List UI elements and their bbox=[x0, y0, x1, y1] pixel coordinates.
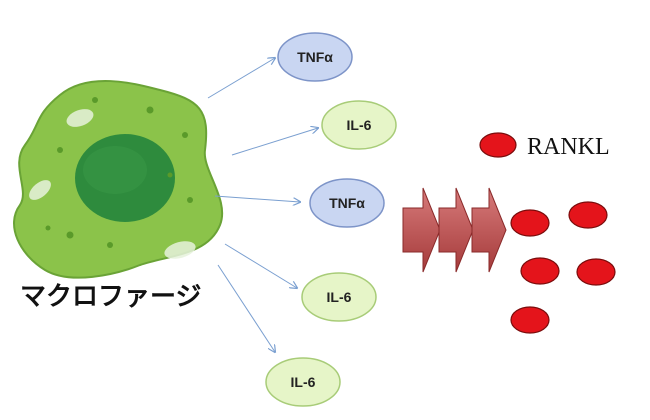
chevron-arrow-icon bbox=[471, 187, 507, 273]
rankl-molecule bbox=[520, 257, 560, 285]
cytokine-label: TNFα bbox=[297, 49, 333, 65]
chevron-arrow-icon bbox=[438, 187, 474, 273]
cytokine-node-3: TNFα bbox=[309, 178, 385, 228]
cytokine-node-2: IL-6 bbox=[321, 100, 397, 150]
rankl-molecule bbox=[568, 201, 608, 229]
red-ellipse-icon bbox=[479, 132, 517, 158]
connector-arrow-4 bbox=[224, 243, 297, 288]
rankl-cluster bbox=[510, 201, 616, 334]
macrophage-icon bbox=[13, 80, 223, 279]
rankl-molecule bbox=[576, 258, 616, 286]
chevron-arrow-icon bbox=[402, 187, 441, 273]
cytokine-node-4: IL-6 bbox=[301, 272, 377, 322]
connector-arrow-3 bbox=[214, 195, 300, 202]
rankl-molecule bbox=[510, 306, 550, 334]
cytokine-label: IL-6 bbox=[291, 374, 316, 390]
cytokine-label: TNFα bbox=[329, 195, 365, 211]
cytokine-label: IL-6 bbox=[327, 289, 352, 305]
macrophage-label: マクロファージ bbox=[20, 282, 201, 312]
legend-label: RANKL bbox=[527, 134, 610, 160]
cytokine-node-5: IL-6 bbox=[265, 357, 341, 407]
legend: RANKL bbox=[479, 132, 610, 160]
chevron-arrows bbox=[402, 187, 507, 273]
connector-arrow-5 bbox=[217, 264, 275, 352]
cytokine-node-1: TNFα bbox=[277, 32, 353, 82]
rankl-molecule bbox=[510, 209, 550, 237]
connector-arrow-2 bbox=[231, 128, 318, 156]
connector-arrow-1 bbox=[207, 58, 275, 99]
cytokine-label: IL-6 bbox=[347, 117, 372, 133]
